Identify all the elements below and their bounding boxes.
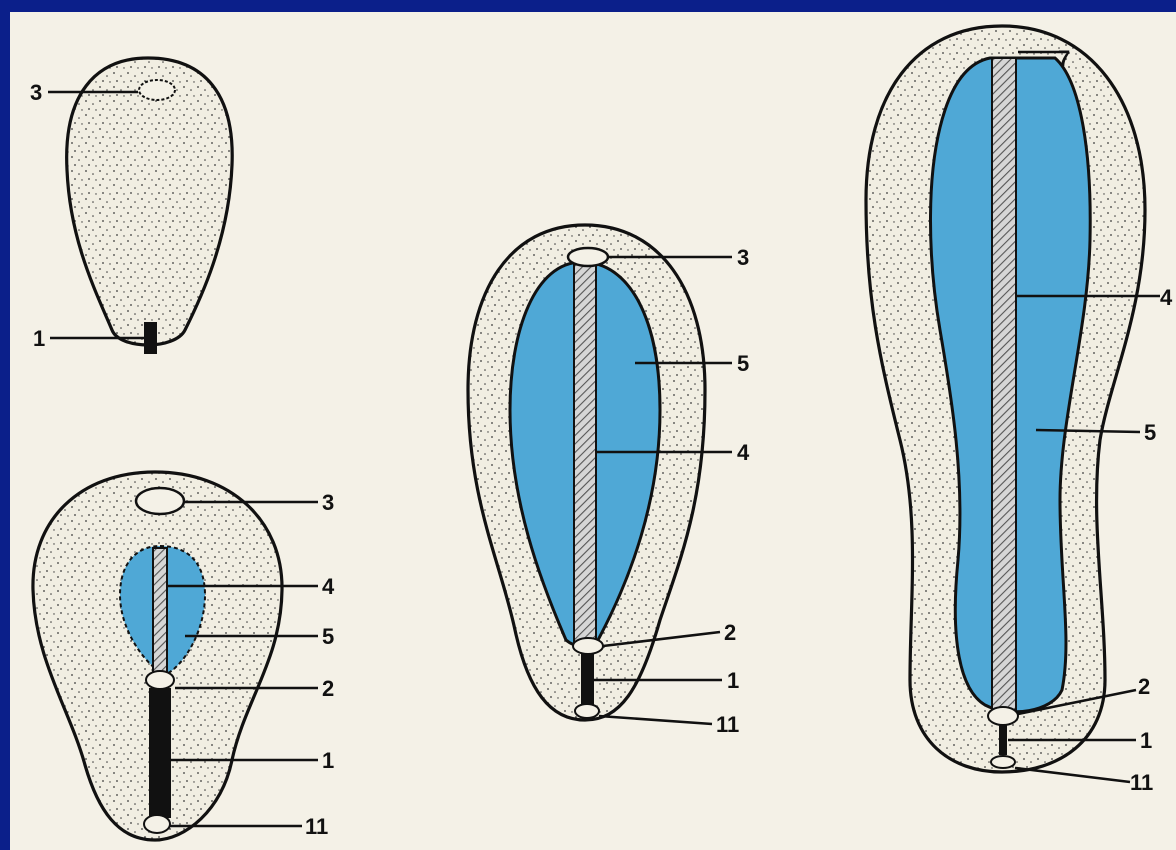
stage-2-base-11 bbox=[144, 815, 170, 833]
stage-4-label-4: 4 bbox=[1160, 285, 1173, 310]
stage-4-axis-4 bbox=[992, 58, 1016, 710]
stage-2-axis-4 bbox=[153, 548, 167, 676]
stage-1-seed-outline bbox=[67, 58, 233, 345]
stage-2-label-1: 1 bbox=[322, 748, 334, 773]
stage-2-label-4: 4 bbox=[322, 574, 335, 599]
stage-4-suspensor-1 bbox=[999, 725, 1007, 755]
stage-3-base-11 bbox=[575, 704, 599, 718]
stage-1-suspensor-1 bbox=[144, 322, 157, 354]
stage-2-label-3: 3 bbox=[322, 490, 334, 515]
stage-1: 3 1 bbox=[30, 58, 232, 354]
stage-3-label-1: 1 bbox=[727, 668, 739, 693]
stage-4-label-1: 1 bbox=[1140, 728, 1152, 753]
stage-4-base-11 bbox=[991, 756, 1015, 768]
stage-2-suspensor-1 bbox=[149, 688, 171, 818]
stage-3-label-4: 4 bbox=[737, 440, 750, 465]
stage-3-suspensor-1 bbox=[581, 654, 594, 706]
stage-3-axis-4 bbox=[574, 262, 596, 642]
stage-3-label-5: 5 bbox=[737, 351, 749, 376]
stage-2: 3 4 5 2 1 11 bbox=[33, 472, 335, 840]
stage-3-label-11: 11 bbox=[716, 712, 739, 737]
stage-3-label-2: 2 bbox=[724, 620, 736, 645]
stage-1-micropyle-3 bbox=[139, 80, 175, 100]
stage-2-label-5: 5 bbox=[322, 624, 334, 649]
stage-4-label-7: 7 bbox=[1058, 46, 1070, 71]
stage-2-node-2 bbox=[146, 671, 174, 689]
stage-1-label-3: 3 bbox=[30, 80, 42, 105]
stage-3: 3 5 4 2 1 11 bbox=[468, 225, 750, 737]
stage-4-label-11: 11 bbox=[1130, 770, 1153, 795]
stage-4-node-2 bbox=[988, 707, 1018, 725]
stage-3-node-2 bbox=[573, 638, 603, 654]
stage-3-top-3 bbox=[568, 248, 608, 266]
stage-4-label-5: 5 bbox=[1144, 420, 1156, 445]
stage-1-label-1: 1 bbox=[33, 326, 45, 351]
stage-2-label-2: 2 bbox=[322, 676, 334, 701]
stage-3-label-3: 3 bbox=[737, 245, 749, 270]
stage-2-micropyle-3 bbox=[136, 488, 184, 514]
stage-2-label-11: 11 bbox=[305, 814, 328, 839]
stage-4: 7 4 5 2 1 11 bbox=[866, 26, 1173, 795]
stage-4-label-2: 2 bbox=[1138, 674, 1150, 699]
